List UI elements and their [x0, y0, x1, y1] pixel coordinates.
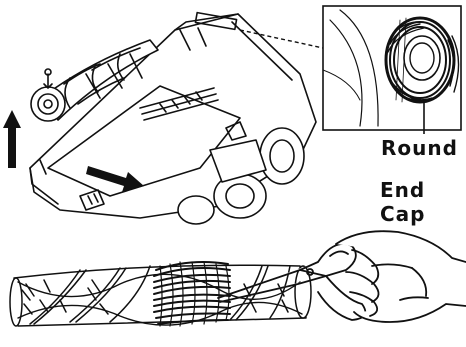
callout-leader-line — [239, 29, 324, 49]
brushroll-illustration — [9, 264, 312, 327]
callout-label-line1: Round — [381, 136, 458, 160]
callout-label-line2: End Cap — [380, 178, 426, 226]
end-cap-inset — [322, 5, 462, 134]
wrapped-thread — [153, 261, 231, 327]
right-arrow-icon — [86, 166, 144, 192]
hand-icon — [335, 230, 466, 323]
scissors-icon — [217, 243, 367, 321]
vacuum-head-illustration — [29, 11, 317, 225]
up-arrow-icon — [3, 110, 21, 168]
